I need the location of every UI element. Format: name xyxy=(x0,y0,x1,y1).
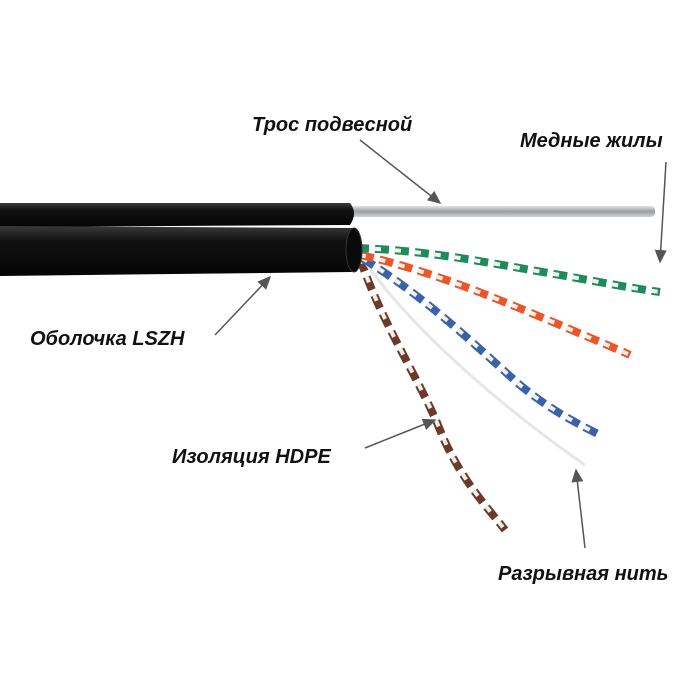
steel-messenger xyxy=(350,206,655,217)
brown-pair xyxy=(356,256,509,533)
label-insulation: Изоляция HDPE xyxy=(172,446,331,468)
label-messenger: Трос подвесной xyxy=(252,114,413,136)
label-ripcord: Разрывная нить xyxy=(498,563,669,585)
cable-end xyxy=(345,227,363,273)
arrow-conductors xyxy=(654,161,667,264)
arrow-messenger xyxy=(359,139,442,204)
ripcord xyxy=(363,261,586,467)
label-sheath: Оболочка LSZH xyxy=(30,328,185,350)
arrow-sheath xyxy=(214,275,272,336)
cable-jacket xyxy=(0,226,352,276)
callout-arrows xyxy=(214,139,667,549)
label-conductors: Медные жилы xyxy=(520,130,663,152)
blue-pair xyxy=(359,254,602,439)
messenger-jacket xyxy=(0,203,354,227)
wire-pairs xyxy=(354,244,661,533)
arrow-insulation xyxy=(364,418,437,449)
arrow-ripcord xyxy=(571,468,586,549)
